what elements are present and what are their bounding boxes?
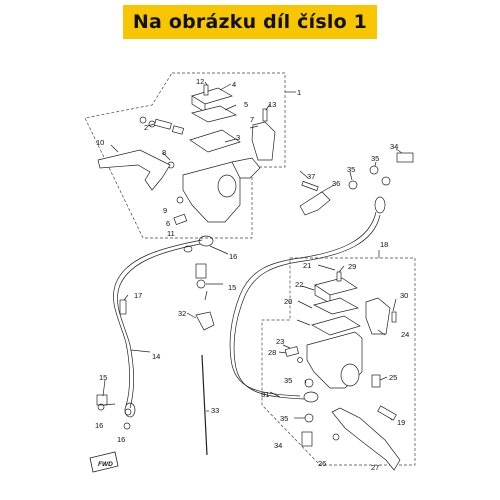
callout-4: 4	[232, 80, 236, 89]
callout-16-d: 16	[117, 435, 125, 444]
callout-20: 20	[284, 297, 292, 306]
callout-35-a: 35	[347, 165, 355, 174]
callout-22: 22	[295, 280, 303, 289]
callout-labels: 1 2 3 4 5 6 7 8 9 10 11 12 13 14 15 15 1…	[95, 77, 409, 472]
title-text: Na obrázku díl číslo 1	[132, 11, 368, 33]
callout-36: 36	[332, 179, 340, 188]
callout-15-b: 15	[99, 373, 107, 382]
callout-35-d: 35	[280, 414, 288, 423]
callout-14: 14	[152, 352, 160, 361]
callout-21: 21	[303, 261, 311, 270]
upper-assembly-boundary	[84, 72, 286, 239]
callout-25: 25	[389, 373, 397, 382]
callout-6: 6	[166, 219, 170, 228]
callout-35-c: 35	[284, 376, 292, 385]
upper-brake-hose	[117, 243, 201, 409]
lower-master-cylinder	[284, 271, 401, 471]
title-banner: Na obrázku díl číslo 1	[123, 5, 377, 39]
callout-33: 33	[211, 406, 219, 415]
callout-17: 17	[134, 291, 142, 300]
callout-15-a: 15	[228, 283, 236, 292]
lower-brake-hose	[229, 211, 377, 397]
callout-34-b: 34	[274, 441, 282, 450]
callout-27: 27	[371, 463, 379, 472]
callout-5: 5	[244, 100, 248, 109]
callout-23: 23	[276, 337, 284, 346]
callout-30: 30	[400, 291, 408, 300]
callout-9: 9	[163, 206, 167, 215]
callout-10: 10	[96, 138, 104, 147]
callout-19: 19	[397, 418, 405, 427]
callout-28: 28	[268, 348, 276, 357]
callout-8: 8	[162, 148, 166, 157]
callout-2: 2	[144, 123, 148, 132]
upper-master-cylinder	[97, 84, 276, 225]
callout-31: 31	[261, 390, 269, 399]
callout-34-a: 34	[390, 142, 398, 151]
callout-1: 1	[297, 88, 301, 97]
callout-11: 11	[167, 229, 175, 238]
callout-29: 29	[348, 262, 356, 271]
forward-arrow-icon: FWD	[89, 451, 119, 473]
callout-35-b: 35	[371, 154, 379, 163]
callout-26: 26	[318, 459, 326, 468]
callout-24: 24	[401, 330, 409, 339]
callout-16-a: 16	[229, 252, 237, 261]
fwd-label: FWD	[98, 461, 113, 468]
callout-13: 13	[268, 100, 276, 109]
callout-7: 7	[250, 115, 254, 124]
callout-3: 3	[236, 133, 240, 142]
callout-12: 12	[196, 77, 204, 86]
callout-32: 32	[178, 309, 186, 318]
callout-37: 37	[307, 172, 315, 181]
callout-16-c: 16	[95, 421, 103, 430]
callout-18: 18	[380, 240, 388, 249]
